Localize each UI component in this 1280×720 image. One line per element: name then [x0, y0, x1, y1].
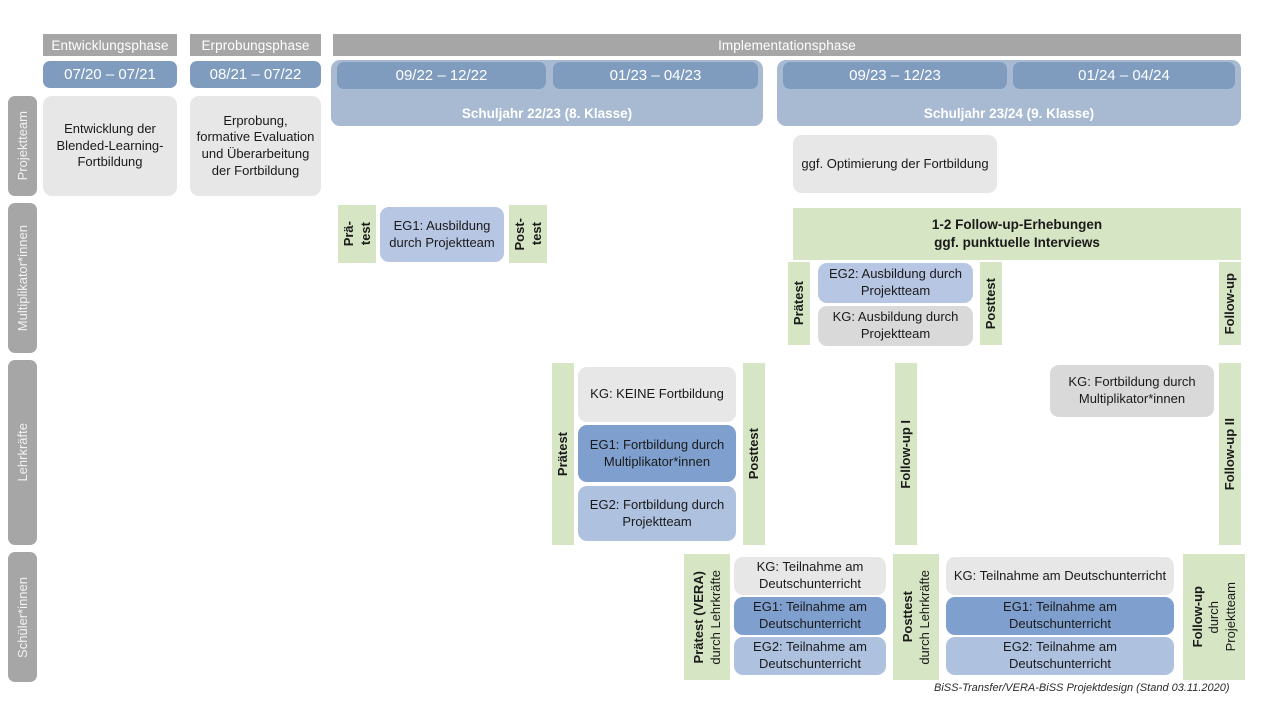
box-eg1-fortbildung-multiplikatoren: EG1: Fortbildung durch Multiplikator*inn… [578, 425, 736, 482]
phase-label: Erprobungsphase [201, 37, 310, 53]
footer-source-note: BiSS-Transfer/VERA-BiSS Projektdesign (S… [934, 682, 1230, 694]
banner-followup-erhebungen: 1-2 Follow-up-Erhebungen ggf. punktuelle… [793, 208, 1241, 260]
box-kg-keine-fortbildung: KG: KEINE Fortbildung [578, 367, 736, 422]
period-label: 01/24 – 04/24 [1078, 67, 1170, 84]
period-label: 08/21 – 07/22 [209, 66, 302, 83]
school-year-label: Schuljahr 23/24 (9. Klasse) [923, 106, 1095, 121]
period-pill-0720-0721: 07/20 – 07/21 [43, 61, 177, 88]
period-pill-0821-0722: 08/21 – 07/22 [190, 61, 321, 88]
box-eg1-ausbildung-projektteam: EG1: Ausbildung durch Projektteam [380, 207, 504, 262]
green-strip-praetest-lehrkraefte: Prätest [552, 363, 574, 545]
period-pill-0123-0423: 01/23 – 04/23 [553, 62, 758, 89]
box-eg1-teilnahme-deutschunterricht-right: EG1: Teilnahme am Deutschunterricht [946, 597, 1174, 635]
box-eg2-teilnahme-deutschunterricht-left: EG2: Teilnahme am Deutschunterricht [734, 637, 886, 675]
period-pill-0922-1222: 09/22 – 12/22 [337, 62, 546, 89]
green-strip-posttest-lehrkraefte: Posttest [743, 363, 765, 545]
row-label-schuelerinnen: Schüler*innen [8, 552, 37, 682]
period-label: 09/22 – 12/22 [395, 67, 488, 84]
period-label: 01/23 – 04/23 [609, 67, 702, 84]
green-strip-praetest2-multiplikatoren: Prätest [788, 262, 810, 345]
period-label: 09/23 – 12/23 [849, 67, 941, 84]
box-eg2-fortbildung-projektteam: EG2: Fortbildung durch Projektteam [578, 486, 736, 541]
box-eg2-ausbildung-projektteam: EG2: Ausbildung durch Projektteam [818, 263, 973, 303]
period-pill-0923-1223: 09/23 – 12/23 [783, 62, 1007, 89]
box-kg-teilnahme-deutschunterricht-right: KG: Teilnahme am Deutschunterricht [946, 557, 1174, 595]
box-eg2-teilnahme-deutschunterricht-right: EG2: Teilnahme am Deutschunterricht [946, 637, 1174, 675]
phase-label: Entwicklungsphase [51, 37, 169, 53]
green-strip-followup-multiplikatoren: Follow-up [1219, 262, 1241, 345]
phase-label: Implementationsphase [718, 37, 856, 53]
phase-bar-implementationsphase: Implementationsphase [333, 34, 1241, 56]
period-pill-0124-0424: 01/24 – 04/24 [1013, 62, 1235, 89]
period-label: 07/20 – 07/21 [64, 66, 156, 83]
box-ggf-optimierung-fortbildung: ggf. Optimierung der Fortbildung [793, 135, 997, 193]
green-strip-followup-1-lehrkraefte: Follow-up I [895, 363, 917, 545]
row-label-projektteam: Projektteam [8, 96, 37, 196]
green-strip-posttest-schueler: Posttest durch Lehrkräfte [893, 554, 939, 680]
school-year-label: Schuljahr 22/23 (8. Klasse) [461, 106, 633, 121]
green-strip-posttest2-multiplikatoren: Posttest [980, 262, 1002, 345]
box-kg-fortbildung-multiplikatoren: KG: Fortbildung durch Multiplikator*inne… [1050, 365, 1214, 417]
box-eg1-teilnahme-deutschunterricht-left: EG1: Teilnahme am Deutschunterricht [734, 597, 886, 635]
box-kg-teilnahme-deutschunterricht-left: KG: Teilnahme am Deutschunterricht [734, 557, 886, 595]
row-label-lehrkraefte: Lehrkräfte [8, 360, 37, 545]
green-strip-praetest-vera-schueler: Prätest (VERA) durch Lehrkräfte [684, 554, 730, 680]
green-strip-followup-2-lehrkraefte: Follow-up II [1219, 363, 1241, 545]
phase-bar-erprobungsphase: Erprobungsphase [190, 34, 321, 56]
box-erprobung-formative-evaluation: Erprobung, formative Evaluation und Über… [190, 96, 321, 196]
row-label-multiplikatorinnen: Multiplikator*innen [8, 203, 37, 353]
box-kg-ausbildung-projektteam: KG: Ausbildung durch Projektteam [818, 306, 973, 346]
green-strip-posttest-multiplikatoren: Post- test [509, 205, 547, 263]
phase-bar-entwicklungsphase: Entwicklungsphase [43, 34, 177, 56]
box-entwicklung-blended-learning: Entwicklung der Blended-Learning-Fortbil… [43, 96, 177, 196]
green-strip-praetest-multiplikatoren: Prä- test [338, 205, 376, 263]
green-strip-followup-schueler: Follow-up durch Projektteam [1183, 554, 1245, 680]
